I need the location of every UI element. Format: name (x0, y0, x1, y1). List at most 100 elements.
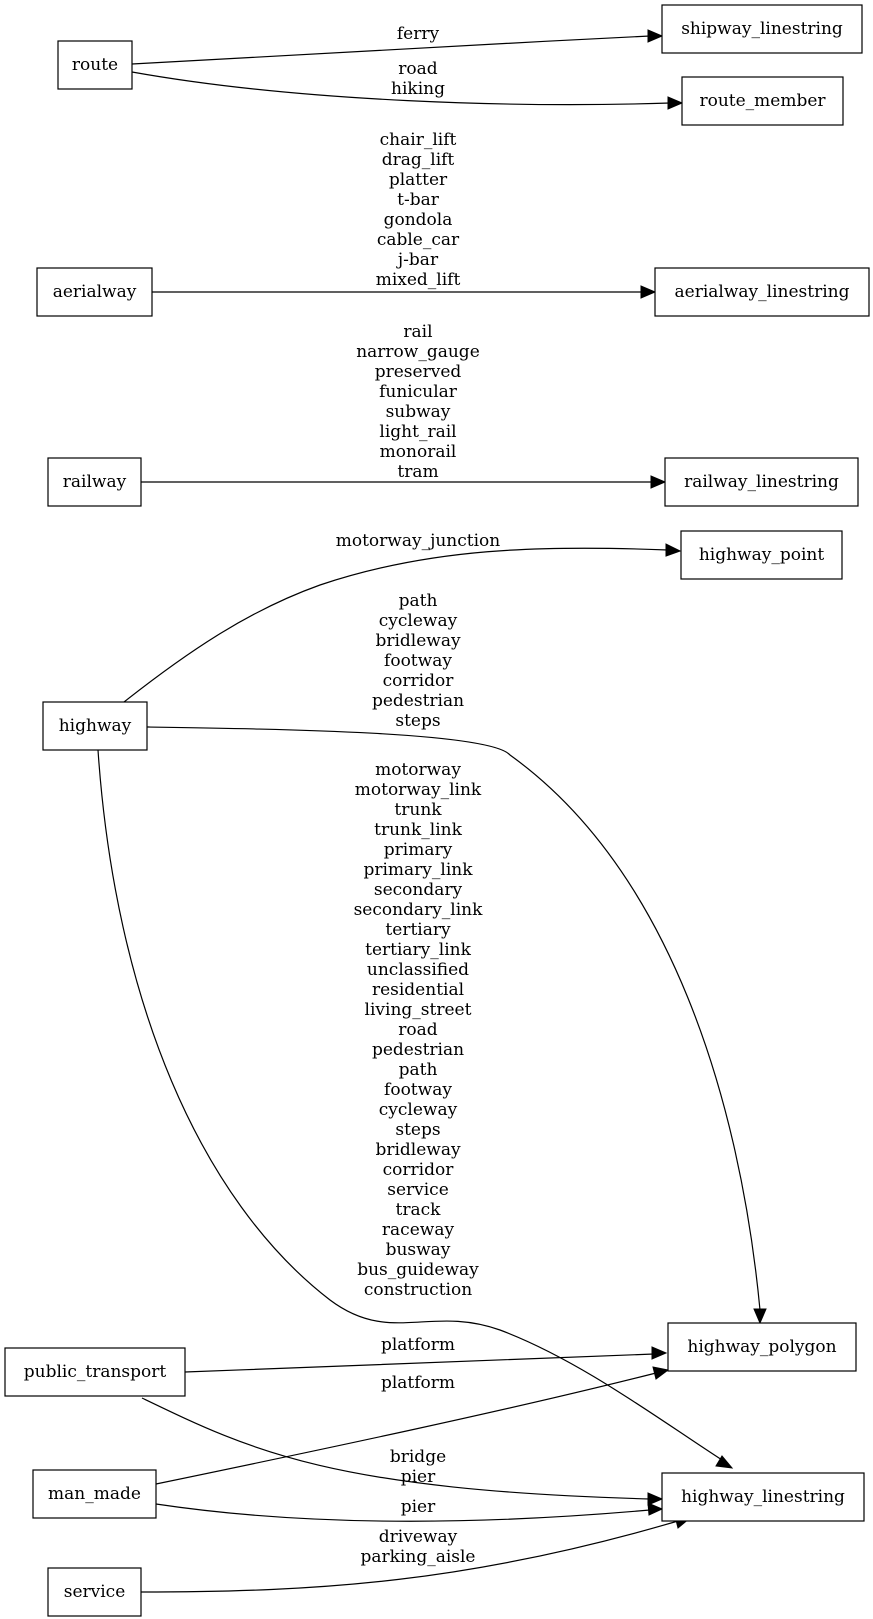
node-man-made-box (32, 1469, 157, 1519)
edge-label-line: corridor (383, 1160, 455, 1180)
edge-label-line: raceway (382, 1220, 455, 1240)
edge-label-line: steps (395, 1120, 440, 1140)
node-public-transport[interactable]: public_transport (4, 1347, 186, 1397)
edge-label-line: trunk_link (374, 820, 462, 840)
edge-label-line: secondary_link (354, 900, 484, 920)
edge-label-line: unclassified (367, 960, 469, 980)
edge-route-shipway-linestring (131, 29, 664, 65)
node-public-transport-box (4, 1347, 186, 1397)
edge-label-line: bus_guideway (357, 1260, 479, 1280)
edge-highway-highway-linestring (97, 749, 734, 1469)
edge-man-made-highway-polygon (155, 1366, 670, 1485)
edge-label-line: pier (401, 1467, 436, 1487)
edge-label-line: corridor (383, 671, 455, 691)
node-route[interactable]: route (57, 40, 133, 90)
node-aerialway-linestring[interactable]: aerialway_linestring (654, 267, 870, 317)
node-railway-box (47, 457, 142, 507)
edge-label-line: platform (381, 1335, 455, 1355)
edge-label-line: motorway_junction (336, 531, 501, 551)
edge-label-line: path (399, 1060, 438, 1080)
node-railway-linestring[interactable]: railway_linestring (664, 457, 859, 507)
edge-label-line: track (396, 1200, 442, 1220)
edge-railway-railway-linestring (141, 475, 667, 489)
edge-label-line: construction (364, 1280, 472, 1300)
node-route-member-box (681, 76, 844, 126)
node-highway-label: highway (59, 716, 132, 736)
edge-label-route-to-shipway-linestring: ferry (397, 24, 440, 44)
edge-label-line: primary_link (363, 860, 473, 880)
edge-label-line: ferry (397, 24, 440, 44)
edge-label-line: j-bar (396, 250, 439, 270)
edge-label-line: secondary (374, 880, 463, 900)
edge-label-line: road (398, 59, 437, 79)
node-man-made[interactable]: man_made (32, 1469, 157, 1519)
edge-label-line: light_rail (379, 422, 456, 442)
edge-label-line: tertiary_link (365, 940, 471, 960)
edge-label-line: cable_car (377, 230, 460, 250)
edge-label-line: chair_lift (380, 130, 457, 150)
edge-label-line: primary (384, 840, 453, 860)
edge-label-line: footway (384, 1080, 452, 1100)
edge-public-transport-highway-polygon-path (184, 1353, 655, 1373)
edge-label-line: path (399, 591, 438, 611)
node-railway[interactable]: railway (47, 457, 142, 507)
edge-highway-highway-polygon-path (146, 726, 761, 1311)
edge-public-transport-highway-linestring-path (141, 1397, 651, 1500)
edge-label-line: pedestrian (372, 691, 464, 711)
edge-public-transport-highway-linestring (141, 1397, 664, 1506)
node-highway-point[interactable]: highway_point (680, 530, 843, 580)
edge-label-line: monorail (380, 442, 457, 462)
arrowhead-route-member (667, 96, 684, 110)
arrowhead-railway-linestring (650, 475, 667, 489)
node-shipway-linestring-box (661, 4, 863, 54)
arrowhead-highway-linestring-from-man-made (647, 1502, 664, 1516)
edge-label-highway-to-highway-point: motorway_junction (336, 531, 501, 551)
edge-label-line: preserved (375, 362, 462, 382)
edge-label-line: rail (403, 322, 432, 342)
edge-route-route-member (131, 71, 684, 110)
arrowhead-highway-polygon-from-public-transport (651, 1346, 668, 1360)
edge-highway-highway-polygon (146, 726, 767, 1325)
node-highway-linestring-box (661, 1472, 865, 1522)
node-aerialway[interactable]: aerialway (36, 267, 153, 317)
edge-label-line: steps (395, 711, 440, 731)
edge-label-line: living_street (365, 1000, 472, 1020)
edge-label-line: platter (389, 170, 448, 190)
edge-man-made-highway-polygon-path (155, 1372, 657, 1485)
edge-highway-highway-linestring-path (97, 749, 723, 1461)
node-service[interactable]: service (47, 1567, 142, 1617)
edge-aerialway-aerialway-linestring (152, 285, 657, 299)
edge-label-line: motorway_link (355, 780, 482, 800)
node-highway-point-label: highway_point (699, 545, 825, 565)
arrowhead-aerialway-linestring (640, 285, 657, 299)
node-man-made-label: man_made (48, 1484, 141, 1504)
node-highway-linestring[interactable]: highway_linestring (661, 1472, 865, 1522)
node-highway-point-box (680, 530, 843, 580)
edge-label-line: bridleway (375, 631, 461, 651)
edge-label-line: pier (401, 1497, 436, 1517)
edge-label-line: busway (386, 1240, 451, 1260)
edge-label-line: driveway (379, 1527, 458, 1547)
arrowhead-highway-polygon-from-man-made (652, 1366, 670, 1380)
node-shipway-linestring[interactable]: shipway_linestring (661, 4, 863, 54)
node-aerialway-label: aerialway (53, 282, 137, 302)
node-highway[interactable]: highway (42, 701, 148, 751)
node-highway-polygon-box (667, 1322, 857, 1372)
node-highway-polygon[interactable]: highway_polygon (667, 1322, 857, 1372)
edge-label-line: hiking (391, 79, 445, 99)
edge-label-line: pedestrian (372, 1040, 464, 1060)
node-route-member[interactable]: route_member (681, 76, 844, 126)
edge-label-line: tertiary (385, 920, 451, 940)
edge-label-line: service (387, 1180, 449, 1200)
arrowhead-highway-polygon-from-highway (753, 1308, 767, 1325)
node-highway-box (42, 701, 148, 751)
node-aerialway-linestring-label: aerialway_linestring (675, 282, 850, 302)
node-route-box (57, 40, 133, 90)
node-aerialway-linestring-box (654, 267, 870, 317)
